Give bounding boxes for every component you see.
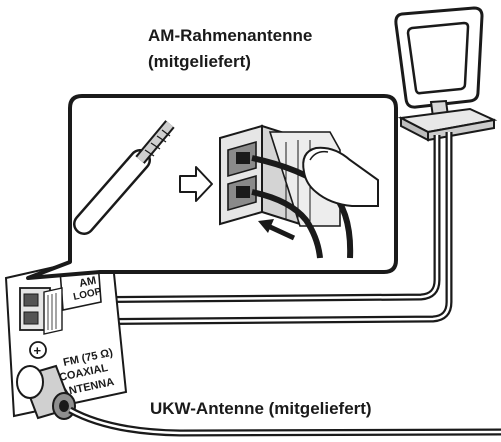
svg-text:+: +	[34, 343, 42, 358]
am-antenna-label-line2: (mitgeliefert)	[148, 52, 251, 71]
am-loop-antenna	[396, 8, 494, 140]
fm-antenna-label: UKW-Antenne (mitgeliefert)	[150, 399, 372, 418]
ground-screw-icon: +	[30, 342, 46, 358]
am-antenna-label-line1: AM-Rahmenantenne	[148, 26, 312, 45]
am-terminal-block	[20, 288, 62, 334]
